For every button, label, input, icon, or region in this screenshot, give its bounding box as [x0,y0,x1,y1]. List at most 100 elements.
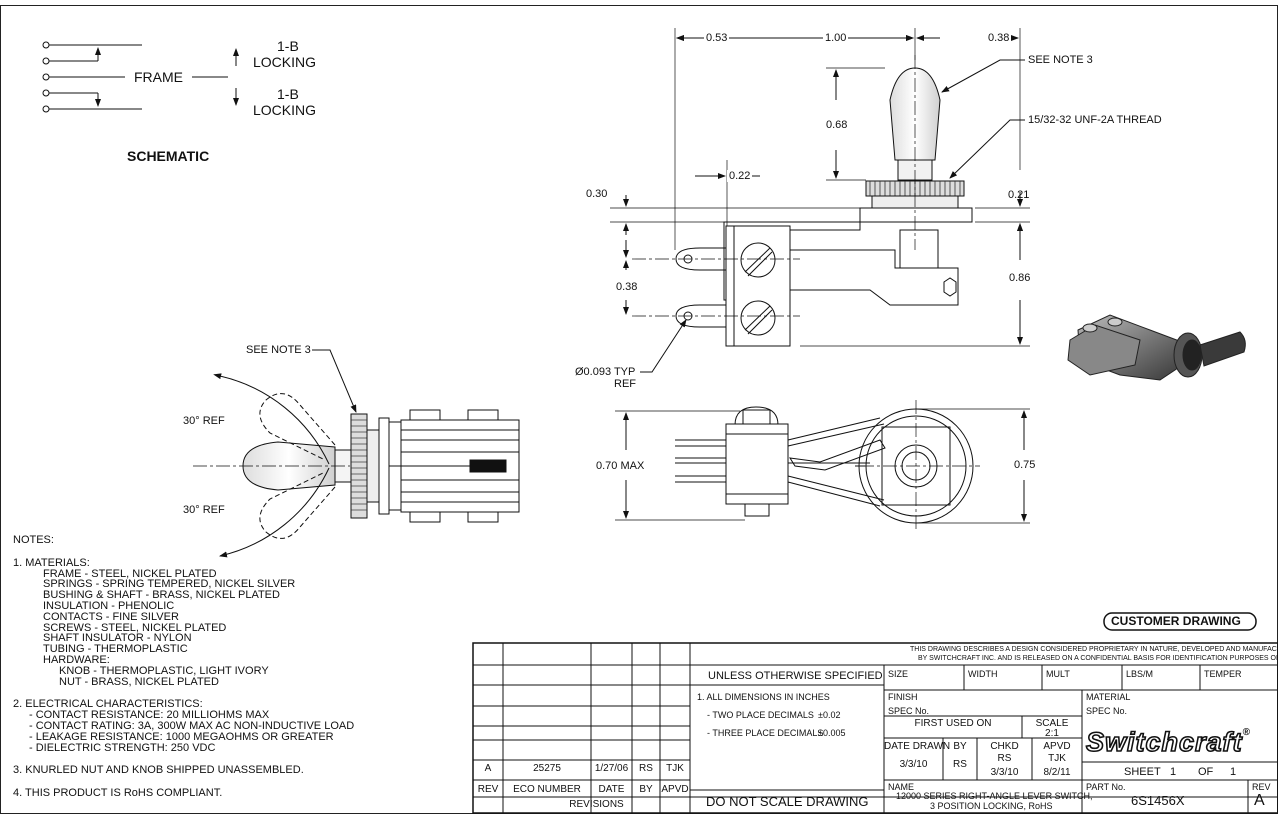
finish-spec-label: SPEC No. [888,706,930,716]
finish-label: FINISH [888,692,918,702]
rev-label-title: REV [1252,782,1271,792]
by-value-title: RS [953,759,967,770]
scale-value: 2:1 [1045,728,1059,739]
sheet-number: 1 [1170,766,1177,778]
rev-value: A [484,763,492,774]
dim-038-top: 0.38 [986,32,1012,44]
registered-mark: ® [1242,727,1251,738]
material-item: CONTACTS - FINE SILVER [43,610,179,623]
hole-diameter: Ø0.093 TYP [575,366,636,378]
date-drawn-value: 3/3/10 [899,759,928,770]
apvd-date: 8/2/11 [1043,767,1071,778]
apvd-label: APVD [1043,741,1071,752]
material-item: TUBING - THERMOPLASTIC [43,643,188,656]
see-note-3-side: SEE NOTE 3 [246,344,311,356]
thread-spec: 15/32-32 UNF-2A THREAD [1028,114,1162,126]
lbsm-label: LBS/M [1126,669,1154,679]
by-label: BY [953,741,967,752]
side-view [193,349,520,558]
part-number: 6S1456X [1131,793,1185,808]
rev-letter: A [1254,792,1265,809]
note-1: 1. MATERIALS: [13,556,90,569]
hardware-item: NUT - BRASS, NICKEL PLATED [59,675,219,688]
date-header: DATE [598,784,625,795]
temper-label: TEMPER [1204,669,1242,679]
chkd-date: 3/3/10 [990,767,1019,778]
customer-drawing: CUSTOMER DRAWING [1111,614,1241,628]
spec-two-place-tol: ±0.02 [818,710,841,720]
chkd-label: CHKD [990,741,1019,752]
material-item: SPRINGS - SPRING TEMPERED, NICKEL SILVER [43,578,296,591]
date-value: 1/27/06 [594,763,629,774]
name-label: NAME [888,782,915,792]
apvd-by: TJK [1048,753,1066,764]
apvd-header: APVD [661,784,689,795]
material-item: BUSHING & SHAFT - BRASS, NICKEL PLATED [43,589,280,602]
spec-three-place-tol: ±0.005 [818,728,846,738]
proprietary-notice-2: BY SWITCHCRAFT INC. AND IS RELEASED ON A… [918,655,1278,662]
locking-bottom-1: 1-B [277,86,299,102]
electrical-item: - LEAKAGE RESISTANCE: 1000 MEGAOHMS OR G… [29,730,334,743]
isometric-render [1067,314,1246,381]
sheet-label: SHEET [1124,766,1161,778]
first-used-on: FIRST USED ON [914,718,992,729]
dim-068: 0.68 [824,119,850,131]
revisions-label: REVISIONS [569,799,624,810]
mult-label: MULT [1046,669,1070,679]
sheet-total: 1 [1230,766,1237,778]
dim-053: 0.53 [704,32,730,44]
frame-label: FRAME [134,69,183,85]
material-item: SHAFT INSULATOR - NYLON [43,632,192,645]
hardware-item: KNOB - THERMOPLASTIC, LIGHT IVORY [59,664,269,677]
proprietary-notice-1: THIS DRAWING DESCRIBES A DESIGN CONSIDER… [910,646,1278,653]
notes: NOTES: 1. MATERIALS: FRAME - STEEL, NICK… [13,535,354,799]
dim-100: 1.00 [823,32,849,44]
dim-022: 0.22 [727,170,753,182]
electrical-item: - DIELECTRIC STRENGTH: 250 VDC [29,741,216,754]
product-name-1: 12000 SERIES RIGHT-ANGLE LEVER SWITCH, [896,791,1093,801]
material-item: INSULATION - PHENOLIC [43,599,175,612]
dim-030: 0.30 [586,188,608,200]
dim-021: 0.21 [1008,189,1030,201]
material-item: HARDWARE: [43,653,110,666]
chkd-by: RS [997,753,1012,764]
hole-ref: REF [614,378,636,390]
locking-top-2: LOCKING [253,54,317,70]
apvd-value: TJK [666,763,684,774]
front-view [610,28,1030,373]
do-not-scale: DO NOT SCALE DRAWING [706,794,869,809]
locking-top-1: 1-B [277,38,299,54]
dim-086: 0.86 [1007,272,1033,284]
rev-header: REV [477,784,499,795]
spec-dims-inches: 1. ALL DIMENSIONS IN INCHES [697,692,830,702]
of-label: OF [1198,766,1214,778]
size-label: SIZE [888,669,909,679]
brand-name: Switchcraft [1085,726,1243,758]
note-2: 2. ELECTRICAL CHARACTERISTICS: [13,698,203,711]
see-note-3-top: SEE NOTE 3 [1028,54,1093,66]
bottom-view [615,400,1030,530]
dim-070-max: 0.70 MAX [594,460,647,472]
product-name-2: 3 POSITION LOCKING, RoHS [930,801,1053,811]
part-no-label: PART No. [1086,782,1126,792]
eco-header: ECO NUMBER [513,784,581,795]
schematic-title: SCHEMATIC [127,148,210,164]
eco-value: 25275 [533,763,561,774]
dim-038-side: 0.38 [614,281,640,293]
electrical-item: - CONTACT RESISTANCE: 20 MILLIOHMS MAX [29,709,270,722]
note-3: 3. KNURLED NUT AND KNOB SHIPPED UNASSEMB… [13,764,304,777]
scale-label: SCALE [1035,718,1069,729]
width-label: WIDTH [968,669,998,679]
notes-heading: NOTES: [13,534,54,546]
locking-bottom-2: LOCKING [253,102,317,118]
spec-three-place: - THREE PLACE DECIMALS [707,728,824,738]
material-item: SCREWS - STEEL, NICKEL PLATED [43,621,227,634]
ref-30-top: 30° REF [183,415,225,427]
ref-30-bottom: 30° REF [183,504,225,516]
date-drawn-label: DATE DRAWN [884,741,951,752]
note-4: 4. THIS PRODUCT IS RoHS COMPLIANT. [13,787,223,800]
spec-two-place: - TWO PLACE DECIMALS [707,710,814,720]
electrical-item: - CONTACT RATING: 3A, 300W MAX AC NON-IN… [29,719,355,732]
dim-075: 0.75 [1012,459,1038,471]
